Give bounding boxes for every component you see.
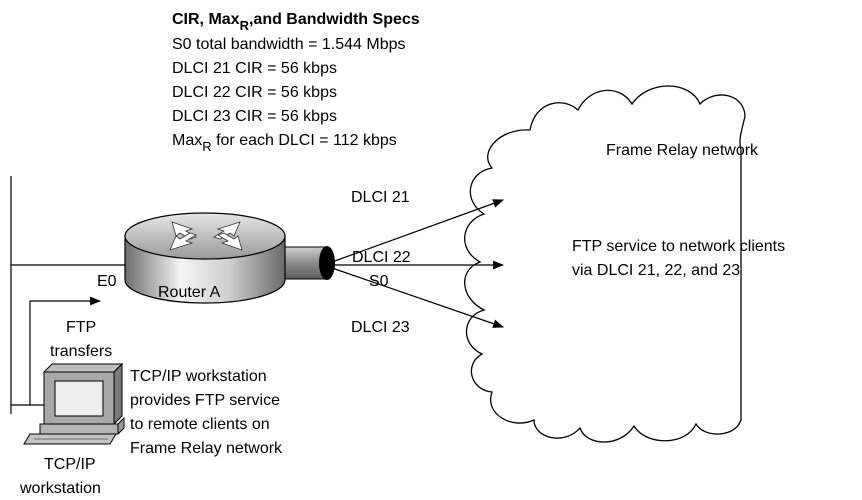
frame-relay-cloud [464,85,746,443]
specs-title-sub: R [240,18,250,33]
dlci23-label: DLCI 23 [351,319,410,336]
ethernet-segment [10,176,130,414]
dlci23-link [331,267,505,328]
ftp-transfer-arrow [29,296,102,405]
cloud-service-line1: FTP service to network clients [572,238,785,255]
specs-title-rest: ,and Bandwidth Specs [249,11,420,28]
workstation-desc-line3: to remote clients on [130,416,270,433]
workstation-desc-line1: TCP/IP workstation [130,368,267,385]
workstation-label1: TCP/IP [44,456,96,473]
maxr-main: Max [172,132,202,149]
specs-title-main: CIR, Max [172,11,240,28]
serial-port [281,246,335,280]
workstation-desc-line2: provides FTP service [130,392,280,409]
maxr-sub: R [202,139,211,154]
e0-label: E0 [97,273,117,290]
workstation-desc-line4: Frame Relay network [130,440,283,457]
workstation-label2: workstation [19,480,101,497]
s0-label: S0 [369,273,389,290]
spec-line-s0: S0 total bandwidth = 1.544 Mbps [172,36,406,53]
spec-line-dlci22: DLCI 22 CIR = 56 kbps [172,84,337,101]
transfers-line1: FTP [66,319,96,336]
spec-line-dlci21: DLCI 21 CIR = 56 kbps [172,60,337,77]
spec-line-dlci23: DLCI 23 CIR = 56 kbps [172,108,337,125]
cloud-service-line2: via DLCI 21, 22, and 23 [572,262,740,279]
spec-line-maxr: MaxR for each DLCI = 112 kbps [172,132,397,154]
dlci22-label: DLCI 22 [352,249,411,266]
bandwidth-specs: CIR, MaxR,and Bandwidth Specs S0 total b… [172,11,420,154]
dlci21-link [331,199,505,263]
router-a [124,212,286,304]
maxr-rest: for each DLCI = 112 kbps [212,132,397,149]
router-arrows-icon [169,221,243,251]
cloud-title: Frame Relay network [606,142,759,159]
transfers-line2: transfers [50,343,112,360]
specs-title: CIR, MaxR,and Bandwidth Specs [172,11,420,33]
router-label: Router A [158,284,221,301]
workstation-icon [23,362,125,445]
dlci21-label: DLCI 21 [351,189,410,206]
